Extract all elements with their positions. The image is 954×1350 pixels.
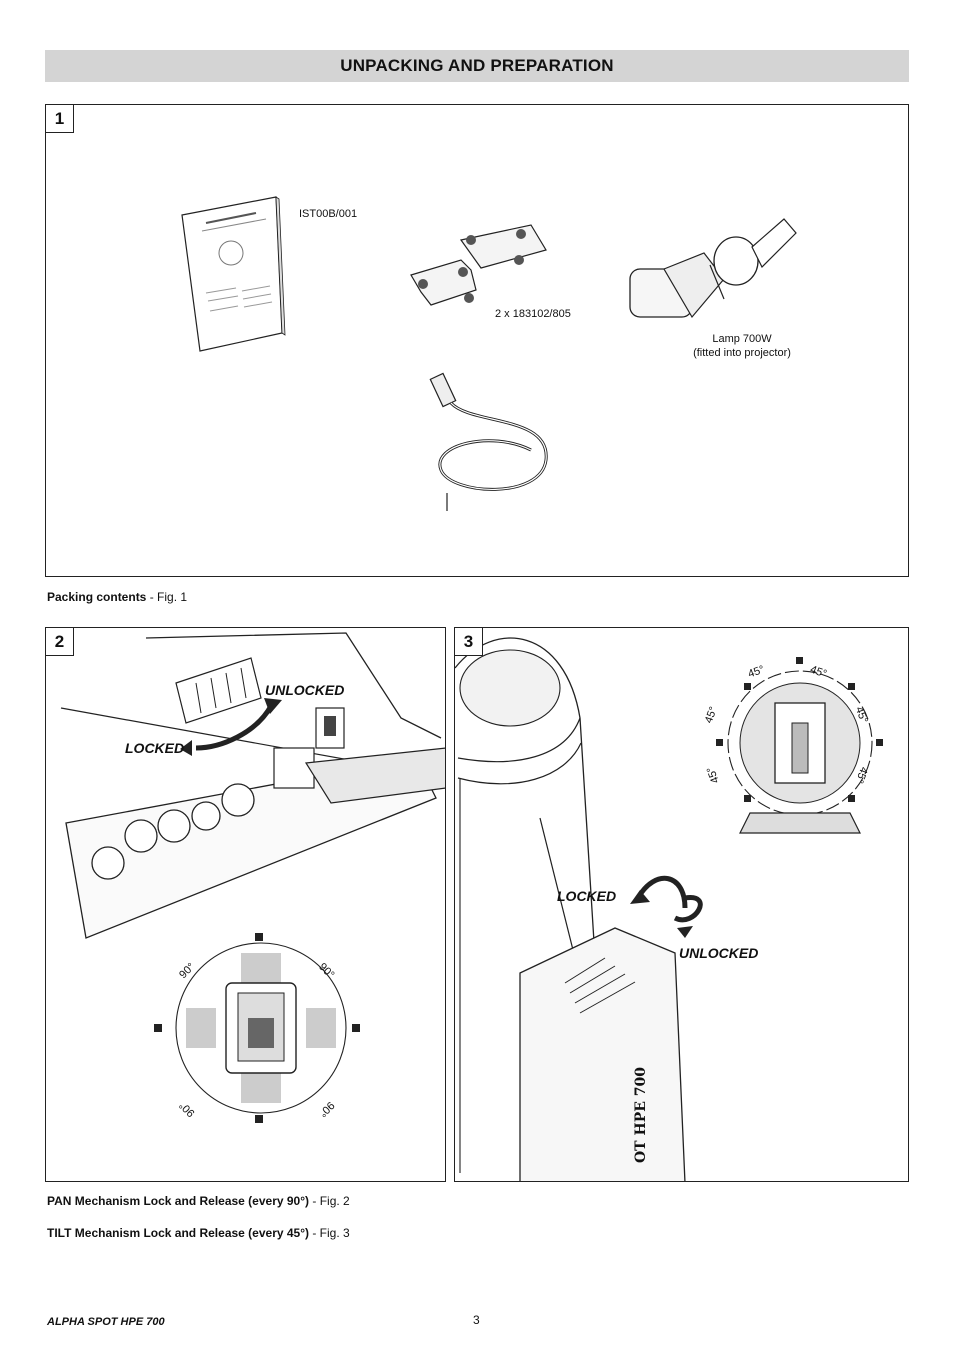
fixture-body-text: OT HPE 700	[633, 1066, 650, 1164]
figure-3-panel: 3 LOCKED UNLOCKED OT HPE 700 45° 45° 45	[454, 627, 909, 1182]
caption-bold: Packing contents	[47, 590, 147, 604]
lamp-illustration	[629, 218, 797, 319]
figure-2-panel: 2 UNLOCKED LOCKED 90	[45, 627, 446, 1182]
pan-rotation-diagram	[154, 933, 360, 1123]
tilt-rotation-diagram	[716, 657, 883, 834]
caption-bold: TILT Mechanism Lock and Release (every 4…	[47, 1226, 310, 1240]
manual-code-label: IST00B/001	[299, 208, 358, 220]
brackets-illustration	[410, 224, 547, 306]
tilt-lock-detail-illustration	[455, 637, 703, 1181]
locked-label: LOCKED	[557, 888, 617, 904]
power-cable-illustration	[429, 372, 548, 511]
section-header: UNPACKING AND PREPARATION	[45, 50, 909, 82]
figure-number: 3	[455, 628, 483, 656]
section-title: UNPACKING AND PREPARATION	[340, 56, 614, 75]
brackets-label: 2 x 183102/805	[495, 308, 571, 320]
figure-number: 2	[46, 628, 74, 656]
unlocked-label: UNLOCKED	[679, 945, 759, 961]
lamp-label: Lamp 700W (fitted into projector)	[682, 332, 802, 360]
figure-number: 1	[46, 105, 74, 133]
lamp-label-line2: (fitted into projector)	[693, 347, 791, 359]
figure-2-caption: PAN Mechanism Lock and Release (every 90…	[47, 1194, 350, 1208]
figure-3-caption: TILT Mechanism Lock and Release (every 4…	[47, 1226, 350, 1240]
page-number: 3	[473, 1313, 480, 1327]
figure-1-caption: Packing contents - Fig. 1	[47, 590, 187, 604]
caption-ref: - Fig. 2	[309, 1194, 350, 1208]
unlocked-label: UNLOCKED	[265, 682, 345, 698]
caption-bold: PAN Mechanism Lock and Release (every 90…	[47, 1194, 310, 1208]
manual-booklet-illustration	[181, 196, 286, 352]
caption-ref: - Fig. 1	[146, 590, 188, 604]
caption-ref: - Fig. 3	[309, 1226, 350, 1240]
lamp-label-line1: Lamp 700W	[712, 333, 772, 345]
footer-product-name: ALPHA SPOT HPE 700	[47, 1316, 165, 1328]
figure-1-panel: 1 IST00B/001 2 x 183102/805 Lamp 700W	[45, 104, 909, 577]
pan-lock-detail-illustration	[60, 632, 445, 939]
locked-label: LOCKED	[125, 740, 185, 756]
